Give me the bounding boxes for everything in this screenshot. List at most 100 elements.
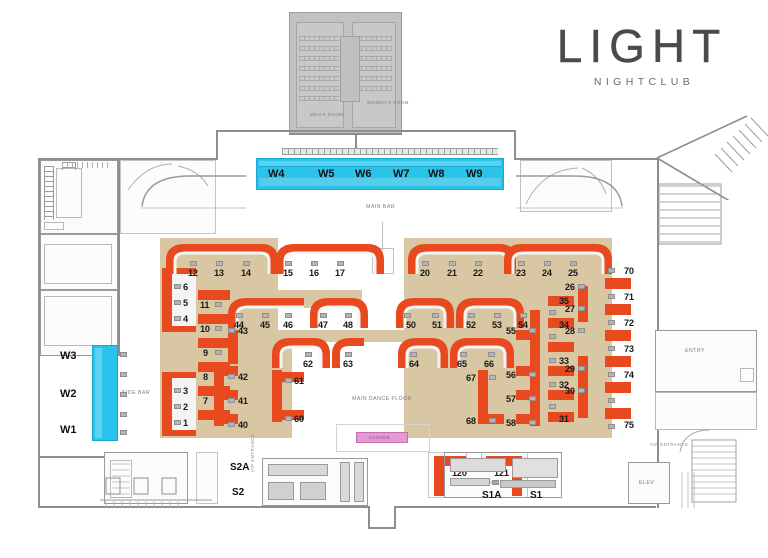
table-10[interactable]: 10 — [200, 324, 210, 334]
carpet-floor-top — [278, 330, 518, 342]
table-4[interactable]: 4 — [183, 314, 188, 324]
booth-floor-left-a — [272, 338, 364, 368]
table-6[interactable]: 6 — [183, 282, 188, 292]
table-74[interactable]: 74 — [624, 370, 634, 380]
dancer-stage-label: DANCER — [369, 435, 391, 440]
station-s2a[interactable]: S2A — [230, 462, 250, 473]
table-67[interactable]: 67 — [466, 373, 476, 383]
table-50[interactable]: 50 — [406, 320, 416, 330]
table-7[interactable]: 7 — [203, 396, 208, 406]
table-5[interactable]: 5 — [183, 298, 188, 308]
table-121[interactable]: 121 — [494, 468, 509, 478]
table-52[interactable]: 52 — [466, 320, 476, 330]
table-31[interactable]: 31 — [559, 414, 569, 424]
table-41[interactable]: 41 — [238, 396, 248, 406]
booth-mid-left-a — [228, 298, 368, 328]
station-s1[interactable]: S1 — [530, 490, 543, 501]
table-34[interactable]: 34 — [559, 320, 569, 330]
bar-seat-w4[interactable]: W4 — [268, 168, 285, 180]
table-61[interactable]: 61 — [294, 376, 304, 386]
table-26[interactable]: 26 — [565, 282, 575, 292]
table-75[interactable]: 75 — [624, 420, 634, 430]
table-47[interactable]: 47 — [318, 320, 328, 330]
table-32[interactable]: 32 — [559, 380, 569, 390]
table-28[interactable]: 28 — [565, 326, 575, 336]
table-55[interactable]: 55 — [506, 326, 516, 336]
bar-seat-w9[interactable]: W9 — [466, 168, 483, 180]
table-63[interactable]: 63 — [343, 359, 353, 369]
table-11[interactable]: 11 — [200, 300, 210, 310]
table-29[interactable]: 29 — [565, 364, 575, 374]
table-53[interactable]: 53 — [492, 320, 502, 330]
bar-seat-w6[interactable]: W6 — [355, 168, 372, 180]
table-54[interactable]: 54 — [518, 320, 528, 330]
table-72[interactable]: 72 — [624, 318, 634, 328]
elevator — [628, 462, 670, 504]
booth-top-left-b — [276, 244, 384, 274]
brand-logo: LIGHT NIGHTCLUB — [552, 22, 732, 92]
table-64[interactable]: 64 — [409, 359, 419, 369]
table-68[interactable]: 68 — [466, 416, 476, 426]
table-20[interactable]: 20 — [420, 268, 430, 278]
entry-room — [655, 330, 757, 392]
table-14[interactable]: 14 — [241, 268, 251, 278]
table-23[interactable]: 23 — [516, 268, 526, 278]
table-43[interactable]: 43 — [238, 326, 248, 336]
dancer-stage[interactable] — [356, 432, 408, 443]
table-8[interactable]: 8 — [203, 372, 208, 382]
table-17[interactable]: 17 — [335, 268, 345, 278]
station-s2[interactable]: S2 — [232, 487, 245, 498]
table-27[interactable]: 27 — [565, 304, 575, 314]
table-9[interactable]: 9 — [203, 348, 208, 358]
table-46[interactable]: 46 — [283, 320, 293, 330]
table-45[interactable]: 45 — [260, 320, 270, 330]
booth-mid-right-a — [396, 298, 524, 328]
main-dance-floor-label: MAIN DANCE FLOOR — [352, 396, 412, 402]
table-21[interactable]: 21 — [447, 268, 457, 278]
bar-seat-w2[interactable]: W2 — [60, 388, 77, 400]
elevator-label: ELEV — [639, 480, 655, 486]
table-3[interactable]: 3 — [183, 386, 188, 396]
table-35[interactable]: 35 — [559, 296, 569, 306]
table-2[interactable]: 2 — [183, 402, 188, 412]
table-57[interactable]: 57 — [506, 394, 516, 404]
table-44[interactable]: 44 — [234, 320, 244, 330]
booth-top-left-a — [166, 244, 278, 274]
table-62[interactable]: 62 — [303, 359, 313, 369]
service-station-right — [444, 452, 562, 498]
table-56[interactable]: 56 — [506, 370, 516, 380]
table-48[interactable]: 48 — [343, 320, 353, 330]
side-bar-label: SIDE BAR — [122, 390, 151, 396]
table-51[interactable]: 51 — [432, 320, 442, 330]
bar-seat-w5[interactable]: W5 — [318, 168, 335, 180]
table-12[interactable]: 12 — [188, 268, 198, 278]
table-13[interactable]: 13 — [214, 268, 224, 278]
table-1[interactable]: 1 — [183, 418, 188, 428]
table-25[interactable]: 25 — [568, 268, 578, 278]
bar-seat-w1[interactable]: W1 — [60, 424, 77, 436]
table-65[interactable]: 65 — [457, 359, 467, 369]
table-58[interactable]: 58 — [506, 418, 516, 428]
table-42[interactable]: 42 — [238, 372, 248, 382]
table-40[interactable]: 40 — [238, 420, 248, 430]
table-71[interactable]: 71 — [624, 292, 634, 302]
station-s1a[interactable]: S1A — [482, 490, 502, 501]
bar-seat-w3[interactable]: W3 — [60, 350, 77, 362]
table-24[interactable]: 24 — [542, 268, 552, 278]
table-33[interactable]: 33 — [559, 356, 569, 366]
interior-stair — [691, 439, 737, 503]
table-120[interactable]: 120 — [452, 468, 467, 478]
bar-seat-w8[interactable]: W8 — [428, 168, 445, 180]
table-15[interactable]: 15 — [283, 268, 293, 278]
table-66[interactable]: 66 — [484, 359, 494, 369]
table-16[interactable]: 16 — [309, 268, 319, 278]
table-60[interactable]: 60 — [294, 414, 304, 424]
table-30[interactable]: 30 — [565, 386, 575, 396]
mens-room-label: MEN'S ROOM — [310, 112, 344, 117]
table-22[interactable]: 22 — [473, 268, 483, 278]
main-bar-label: MAIN BAR — [366, 204, 396, 210]
bar-seat-w7[interactable]: W7 — [393, 168, 410, 180]
table-70[interactable]: 70 — [624, 266, 634, 276]
table-73[interactable]: 73 — [624, 344, 634, 354]
